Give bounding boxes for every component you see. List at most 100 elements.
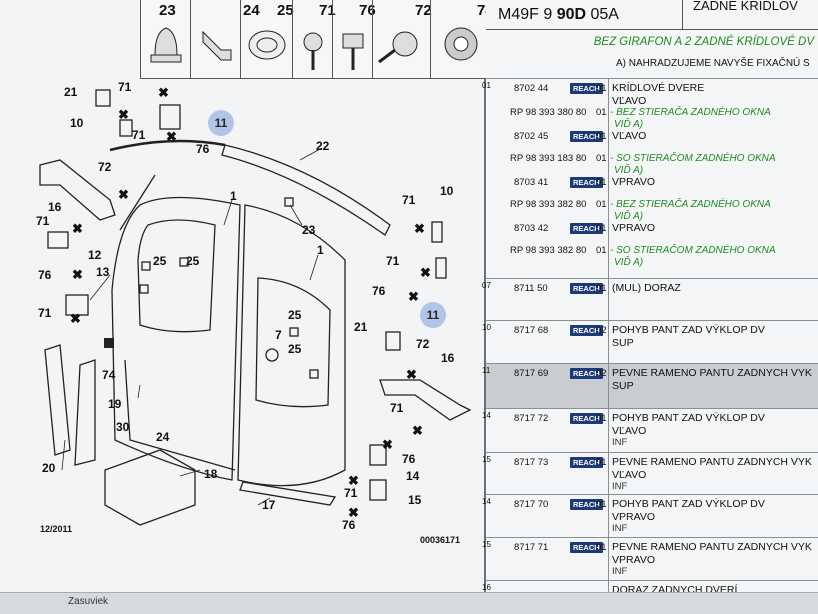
- group-title: ZADNE KRIDLOV: [682, 0, 818, 30]
- part-note-line2: VIĎ A): [614, 119, 644, 130]
- part-description-line3: INF: [612, 566, 628, 577]
- row-index: 16: [482, 583, 491, 592]
- strip-cell-76[interactable]: 76: [332, 0, 376, 78]
- x-marker-icon: ✖: [118, 187, 129, 202]
- callout: 7: [275, 328, 282, 342]
- row-index: 15: [482, 540, 491, 549]
- reach-badge: REACH: [570, 131, 603, 142]
- callout: 10: [70, 116, 84, 130]
- callout-highlight-11[interactable]: 11: [420, 302, 446, 328]
- part-description-line2: VĽAVO: [612, 95, 647, 107]
- column-separator: [608, 279, 609, 320]
- part-reference: RP 98 393 183 80: [510, 153, 587, 164]
- status-bar: Zasuviek: [0, 592, 818, 614]
- strip-num: 24: [243, 2, 260, 19]
- part-description: KRÍDLOVÉ DVERE: [612, 82, 705, 94]
- callout: 21: [354, 320, 368, 334]
- cap-icon: [150, 27, 182, 63]
- x-marker-icon: ✖: [382, 437, 393, 452]
- plug-icon: [444, 27, 478, 61]
- strip-num: 72: [415, 2, 432, 19]
- strip-cell-74[interactable]: 74: [430, 0, 494, 78]
- seal-strip: [221, 144, 391, 236]
- strip-cell-25[interactable]: 25: [240, 0, 294, 78]
- strip-cell-72[interactable]: 72: [372, 0, 432, 78]
- x-marker-icon: ✖: [118, 107, 129, 122]
- callout: 17: [262, 498, 276, 512]
- callout-highlight-11[interactable]: 11: [208, 110, 234, 136]
- callout: 15: [408, 493, 422, 507]
- part-quantity: 01: [596, 245, 607, 256]
- callout: 24: [156, 430, 170, 444]
- callout: 30: [116, 420, 130, 434]
- row-index: 14: [482, 411, 491, 420]
- callout: 74: [102, 368, 116, 382]
- part-description: PEVNE RAMENO PANTU ZADNYCH VYK: [612, 367, 812, 379]
- callout: 71: [118, 80, 132, 94]
- part-reference: 8702 45: [514, 131, 549, 142]
- parts-diagram[interactable]: 23 24 25 71 76 72: [0, 0, 494, 592]
- part-quantity: 02: [596, 325, 607, 336]
- reach-badge: REACH: [570, 413, 603, 424]
- part-note-line2: VIĎ A): [614, 211, 644, 222]
- callout: 25: [186, 254, 200, 268]
- callout: 25: [288, 308, 302, 322]
- catalog-code-prefix: M49F 9: [498, 6, 557, 23]
- washer-bolt-icon: [378, 31, 418, 64]
- callout: 20: [42, 461, 56, 475]
- strip-cell-24[interactable]: 24: [190, 0, 260, 78]
- part-note: - BEZ STIERAČA ZADNÉHO OKNA: [610, 107, 771, 118]
- part-description: VPRAVO: [612, 176, 655, 188]
- part-description: VPRAVO: [612, 222, 655, 234]
- part-reference: 8703 41: [514, 177, 549, 188]
- part-note: - SO STIERAČOM ZADNÉHO OKNA: [610, 245, 776, 256]
- part-quantity: 01: [596, 177, 607, 188]
- part-description: POHYB PANT ZAD VÝKLOP DV: [612, 324, 765, 336]
- catalog-code: M49F 9 90D 05A: [486, 0, 682, 30]
- callout: 71: [132, 128, 146, 142]
- x-marker-icon: ✖: [348, 473, 359, 488]
- callout: 16: [48, 200, 62, 214]
- callout: 76: [38, 268, 52, 282]
- column-separator: [608, 409, 609, 452]
- strip-num: 25: [277, 2, 294, 19]
- callout: 71: [344, 486, 358, 500]
- part-description-line2: VĽAVO: [612, 469, 647, 481]
- reach-badge: REACH: [570, 283, 603, 294]
- x-marker-icon: ✖: [166, 129, 177, 144]
- callout: 72: [416, 337, 430, 351]
- x-marker-icon: ✖: [408, 289, 419, 304]
- column-separator: [608, 79, 609, 278]
- part-quantity: 01: [596, 542, 607, 553]
- diagram-drawing: [39, 89, 472, 526]
- left-door: [111, 196, 241, 481]
- part-quantity: 01: [596, 413, 607, 424]
- part-description: PEVNE RAMENO PANTU ZADNYCH VYK: [612, 541, 812, 553]
- strip-num: 76: [359, 2, 376, 19]
- strip-cell-23[interactable]: 23: [140, 0, 191, 78]
- part-description: POHYB PANT ZAD VÝKLOP DV: [612, 498, 765, 510]
- callout: 18: [204, 467, 218, 481]
- callout: 1: [230, 189, 237, 203]
- x-marker-icon: ✖: [412, 423, 423, 438]
- part-description-line2: SUP: [612, 337, 634, 349]
- callout: 25: [288, 342, 302, 356]
- part-reference: 8717 70: [514, 499, 549, 510]
- part-description-line2: VĽAVO: [612, 425, 647, 437]
- strip-cell-71[interactable]: 71: [292, 0, 336, 78]
- part-quantity: 01: [596, 283, 607, 294]
- reach-badge: REACH: [570, 177, 603, 188]
- reach-badge: REACH: [570, 83, 603, 94]
- part-quantity: 02: [596, 368, 607, 379]
- part-description: (MUL) DORAZ: [612, 282, 681, 294]
- part-reference: 8717 69: [514, 368, 549, 379]
